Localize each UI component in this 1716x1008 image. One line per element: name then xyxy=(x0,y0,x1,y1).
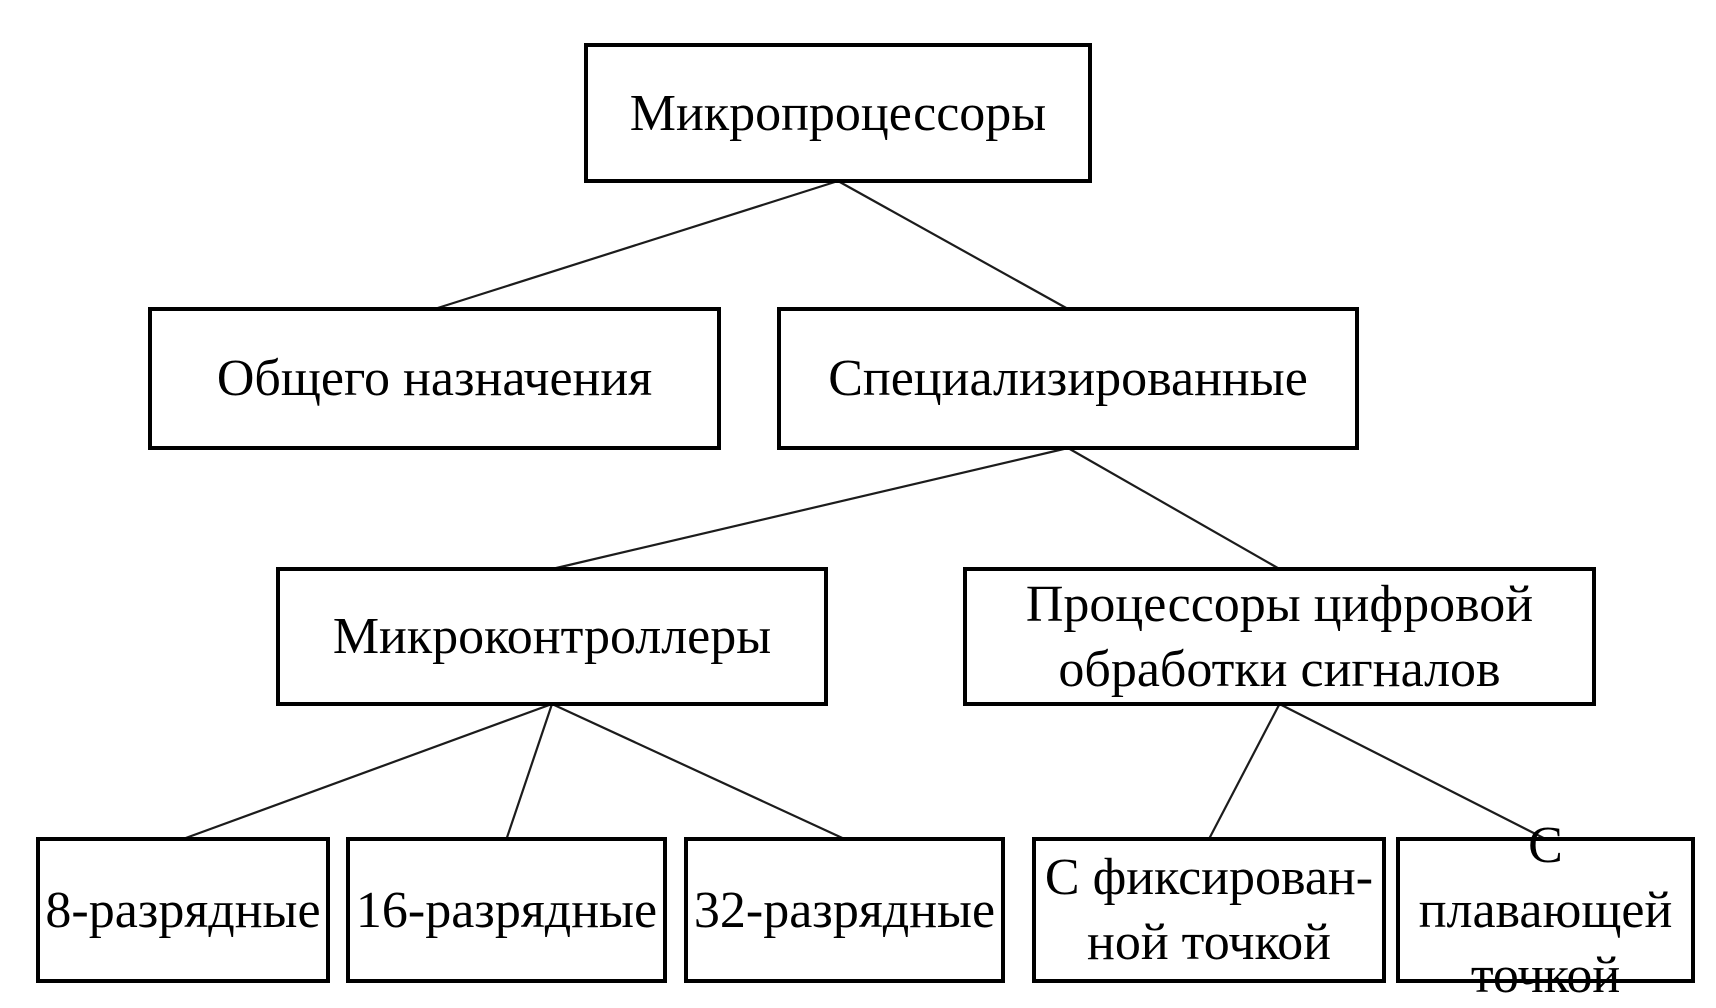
node-label: С фиксирован- ной точкой xyxy=(1044,849,1374,971)
node-32bit: 32-разрядные xyxy=(684,837,1005,983)
node-floating-point: С плавающей точкой xyxy=(1396,817,1695,1004)
edge-line xyxy=(1279,703,1546,840)
node-label: 16-разрядные xyxy=(355,881,658,939)
node-microprocessors: Микропроцессоры xyxy=(584,43,1092,183)
node-label: Микроконтроллеры xyxy=(332,608,772,665)
edge-line xyxy=(837,180,1069,310)
node-fixed-point: С фиксирован- ной точкой xyxy=(1032,837,1386,983)
node-label: Специализированные xyxy=(828,350,1308,407)
node-specialized: Специализированные xyxy=(777,307,1359,450)
edge-line xyxy=(505,703,554,840)
node-label: Общего назначения xyxy=(216,350,653,407)
node-label: 8-разрядные xyxy=(45,881,321,939)
edge-line xyxy=(182,702,553,841)
edge-line xyxy=(1067,447,1281,570)
node-label: Процессоры цифровой обработки сигналов xyxy=(1025,575,1534,698)
edge-line xyxy=(551,446,1069,571)
edge-line xyxy=(434,179,839,311)
node-label: С плавающей точкой xyxy=(1418,816,1673,1004)
node-microcontrollers: Микроконтроллеры xyxy=(276,567,828,706)
node-label: Микропроцессоры xyxy=(629,84,1047,142)
edge-line xyxy=(551,703,845,840)
node-16bit: 16-разрядные xyxy=(346,837,667,983)
edge-line xyxy=(1208,703,1281,840)
node-dsp: Процессоры цифровой обработки сигналов xyxy=(963,567,1596,706)
node-label: 32-разрядные xyxy=(693,881,996,939)
node-8bit: 8-разрядные xyxy=(36,837,330,983)
node-general-purpose: Общего назначения xyxy=(148,307,721,450)
